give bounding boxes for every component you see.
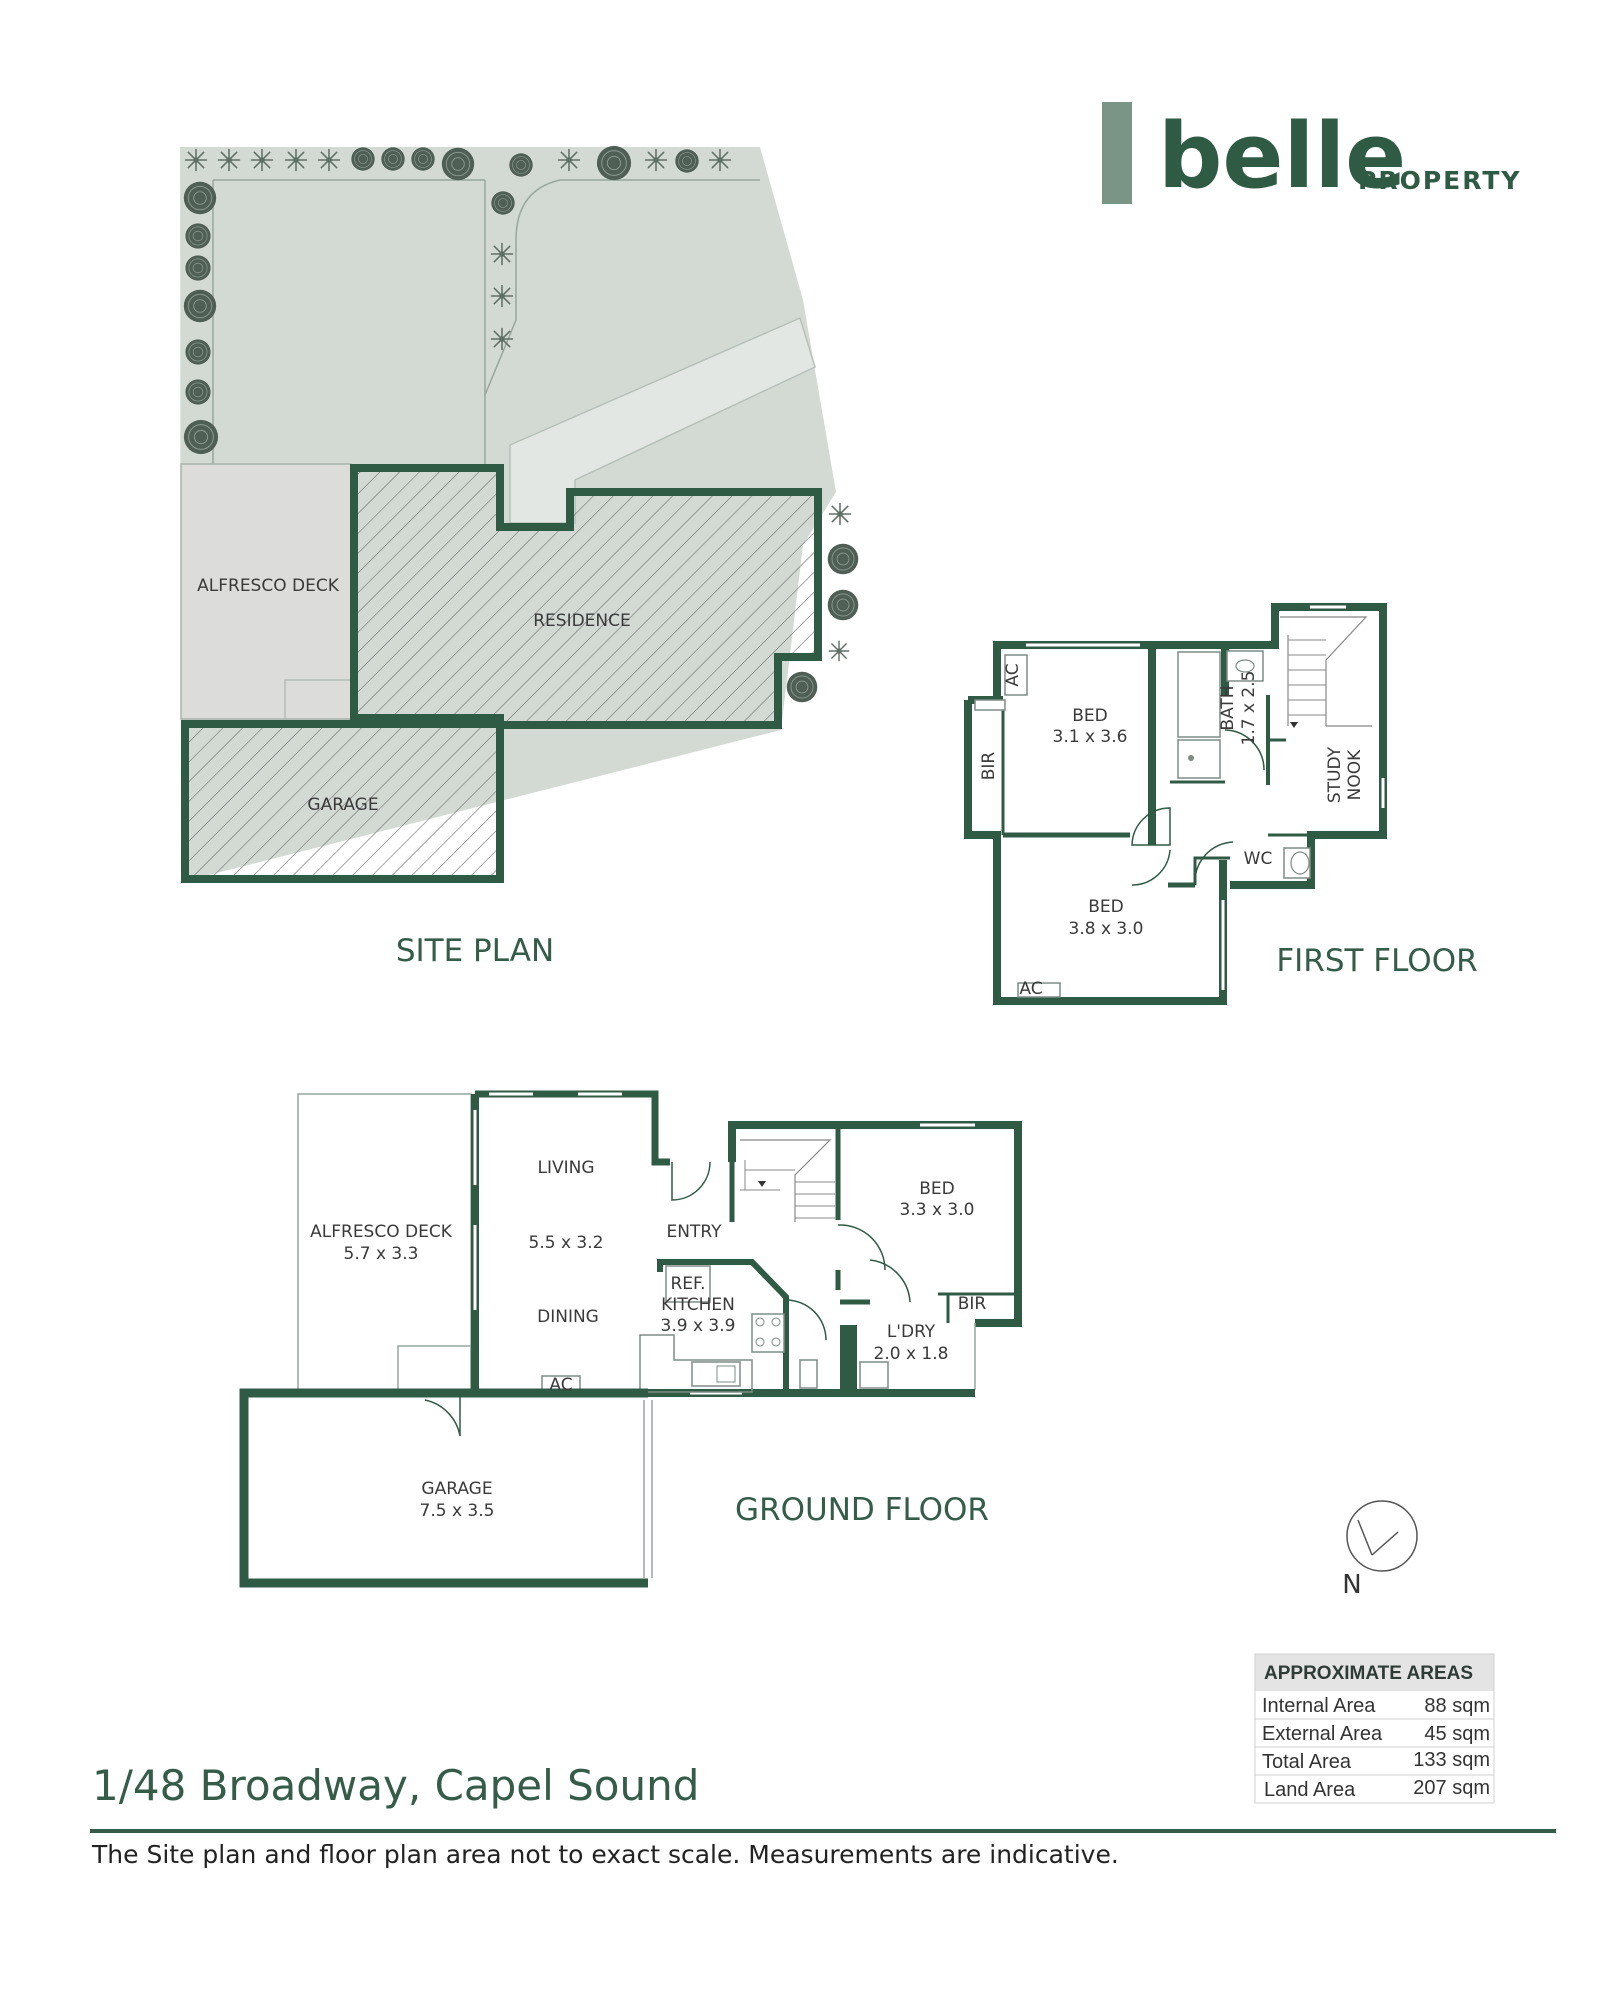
ground-floor-title: GROUND FLOOR [735, 1492, 989, 1528]
gf-garage-name: GARAGE [421, 1479, 492, 1499]
areas-row-label: Land Area [1264, 1779, 1356, 1801]
bath-basin [1226, 650, 1264, 682]
logo-wordmark: belle [1158, 104, 1406, 209]
gf-entry-label: ENTRY [667, 1222, 723, 1242]
gf-bir-label: BIR [958, 1294, 987, 1314]
ff-wc-label: WC [1244, 849, 1273, 869]
ff-bath-name: BATH [1218, 685, 1238, 730]
gf-garage-dim: 7.5 x 3.5 [420, 1501, 495, 1521]
ff-bed1-name: BED [1072, 706, 1108, 726]
ff-study-line1: STUDY [1325, 746, 1345, 803]
first-floor-plan: BED 3.1 x 3.6 BED 3.8 x 3.0 BATH 1.7 x 2… [964, 603, 1478, 1005]
areas-row-value: 133 sqm [1413, 1749, 1490, 1771]
compass-north-label: N [1342, 1570, 1361, 1600]
site-garage-label: GARAGE [307, 795, 378, 815]
site-plan: ALFRESCO DECK RESIDENCE GARAGE SITE PLAN [180, 145, 859, 969]
areas-header: APPROXIMATE AREAS [1264, 1663, 1473, 1684]
gf-entry-door [671, 1161, 711, 1201]
compass-icon [1346, 1500, 1418, 1572]
north-compass: N [1342, 1500, 1418, 1600]
ground-floor-plan: ALFRESCO DECK 5.7 x 3.3 LIVING 5.5 x 3.2… [239, 1090, 1022, 1588]
areas-row-label: Internal Area [1262, 1695, 1376, 1717]
gf-cooktop [751, 1313, 785, 1353]
areas-row-label: Total Area [1262, 1751, 1352, 1773]
gf-kitchen-label: KITCHEN [661, 1295, 735, 1315]
ff-study-line2: NOOK [1345, 749, 1365, 800]
areas-row-value: 88 sqm [1424, 1695, 1490, 1717]
gf-garage-door [424, 1391, 461, 1437]
gf-alfresco-name: ALFRESCO DECK [310, 1222, 453, 1242]
gf-living-label: LIVING [537, 1158, 594, 1178]
first-floor-door [1131, 807, 1171, 846]
gf-garage [239, 1388, 648, 1588]
gf-laundry-tub [859, 1361, 889, 1389]
gf-kitchen-dim: 3.9 x 3.9 [661, 1316, 736, 1336]
gf-bed-name: BED [919, 1179, 955, 1199]
property-address: 1/48 Broadway, Capel Sound [92, 1761, 699, 1810]
logo-suffix: PROPERTY [1358, 166, 1522, 195]
bath-vanity [1177, 739, 1221, 779]
ff-ac-top: AC [1003, 663, 1023, 686]
logo-bar [1102, 102, 1132, 204]
first-floor-title: FIRST FLOOR [1276, 943, 1477, 979]
ground-floor-stairs [740, 1139, 835, 1222]
site-residence [350, 464, 822, 729]
gf-ref-label: REF. [670, 1274, 705, 1294]
approximate-areas-table: APPROXIMATE AREAS Internal Area 88 sqm E… [1254, 1653, 1495, 1804]
gf-bed-dim: 3.3 x 3.0 [900, 1200, 975, 1220]
ff-ac-bottom: AC [1019, 979, 1042, 999]
gf-toilet [799, 1359, 818, 1389]
site-residence-label: RESIDENCE [533, 611, 631, 631]
gf-ldry-label: L'DRY [887, 1322, 936, 1342]
ff-bir-label: BIR [979, 752, 999, 781]
ff-bed2-dim: 3.8 x 3.0 [1069, 919, 1144, 939]
site-plan-title: SITE PLAN [396, 933, 554, 969]
areas-row-value: 45 sqm [1424, 1723, 1490, 1745]
areas-header-bg [1255, 1654, 1494, 1691]
ff-bed1-dim: 3.1 x 3.6 [1053, 727, 1128, 747]
brand-logo: belle PROPERTY [1102, 102, 1522, 209]
ff-bed2-name: BED [1088, 897, 1124, 917]
gf-wall-block [840, 1325, 857, 1390]
site-alfresco-label: ALFRESCO DECK [197, 576, 340, 596]
site-garage [181, 720, 504, 883]
gf-alfresco-dim: 5.7 x 3.3 [344, 1244, 419, 1264]
bathtub [1177, 651, 1221, 738]
gf-ldry-dim: 2.0 x 1.8 [874, 1344, 949, 1364]
gf-living-dim: 5.5 x 3.2 [529, 1233, 604, 1253]
areas-row-value: 207 sqm [1413, 1777, 1490, 1799]
gf-dining-label: DINING [537, 1307, 599, 1327]
ff-bath-dim: 1.7 x 2.5 [1239, 671, 1259, 746]
areas-row-label: External Area [1262, 1723, 1383, 1745]
first-floor-stairs [1280, 616, 1372, 728]
gf-ac-label: AC [549, 1375, 572, 1395]
disclaimer: The Site plan and floor plan area not to… [91, 1840, 1119, 1869]
